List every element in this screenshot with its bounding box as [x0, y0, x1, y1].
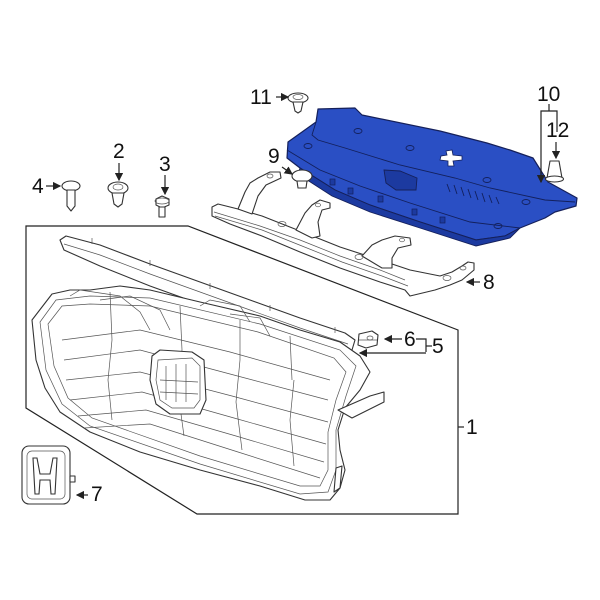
radiator-cover-part-10[interactable]: [286, 107, 578, 247]
support-bracket-part-8[interactable]: [211, 171, 475, 297]
callout-11[interactable]: 11: [250, 86, 272, 109]
bolt-part-3[interactable]: [154, 195, 170, 218]
callout-1[interactable]: 1: [466, 416, 478, 439]
clip-part-2[interactable]: [107, 181, 129, 208]
callout-12[interactable]: 12: [546, 119, 570, 142]
callout-10[interactable]: 10: [537, 83, 561, 106]
callout-6[interactable]: 6: [404, 328, 416, 351]
vent-slots: [446, 183, 500, 205]
emblem-part-7[interactable]: [21, 445, 76, 505]
push-retainer-part-9[interactable]: [291, 169, 313, 189]
assembly-boundary: [25, 225, 459, 515]
callout-7[interactable]: 7: [91, 483, 103, 506]
callout-8[interactable]: 8: [483, 271, 495, 294]
callout-3[interactable]: 3: [159, 153, 171, 176]
push-pin-part-4[interactable]: [61, 180, 81, 212]
callout-5[interactable]: 5: [432, 335, 444, 358]
grille-part-1[interactable]: [31, 285, 385, 501]
leader-lines: [46, 92, 561, 500]
retainer-nut-part-12[interactable]: [544, 160, 565, 183]
callout-4[interactable]: 4: [32, 175, 44, 198]
callout-9[interactable]: 9: [268, 145, 280, 168]
callout-2[interactable]: 2: [113, 140, 125, 163]
clip-part-11[interactable]: [287, 92, 309, 114]
retainer-clip-part-6[interactable]: [357, 330, 379, 349]
